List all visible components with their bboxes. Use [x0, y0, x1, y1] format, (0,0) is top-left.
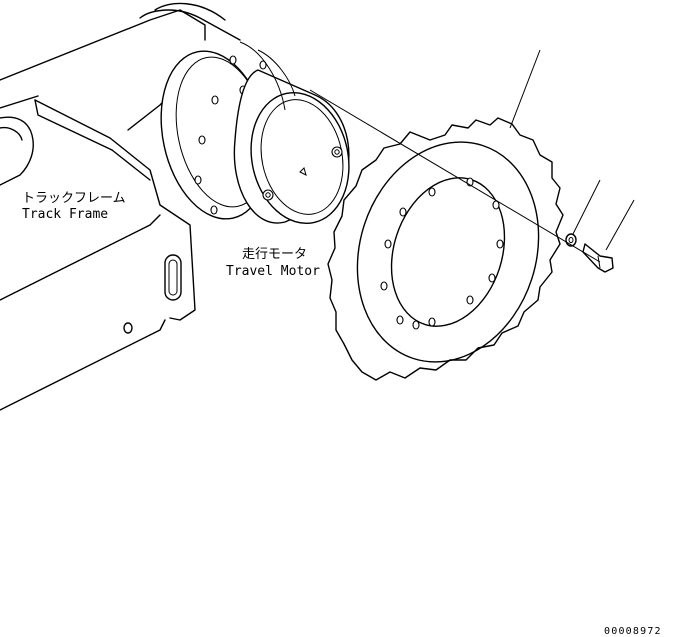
- track-frame-label-en: Track Frame: [22, 207, 108, 222]
- leader-bolt: [605, 199, 635, 251]
- travel-motor-label-jp: 走行モータ: [242, 247, 307, 262]
- leader-washer: [572, 179, 601, 235]
- leader-sprocket: [509, 49, 541, 129]
- travel-motor: [160, 41, 350, 225]
- track-frame-label-jp: トラックフレーム: [22, 191, 126, 206]
- washer: [565, 233, 577, 247]
- sprocket-bolt-holes: [380, 177, 504, 330]
- assembly-centerline: [309, 89, 601, 263]
- bolt: [582, 243, 614, 273]
- drawing-number: 00008972: [604, 626, 662, 637]
- sprocket: [327, 117, 564, 381]
- travel-motor-label-en: Travel Motor: [226, 264, 320, 279]
